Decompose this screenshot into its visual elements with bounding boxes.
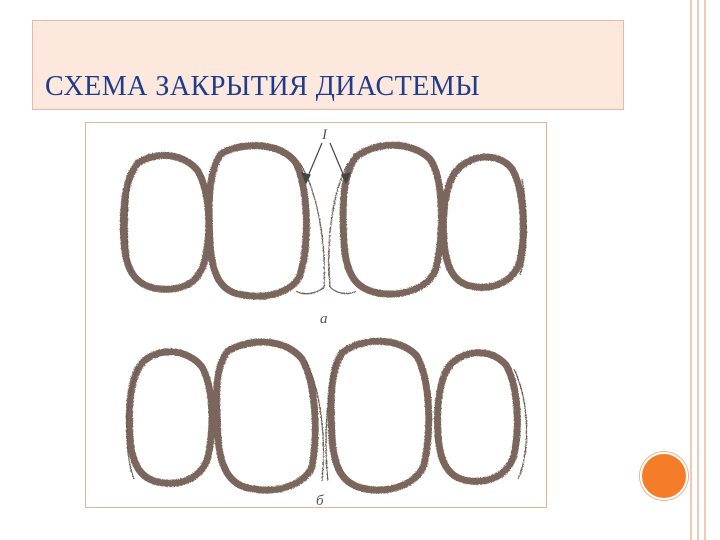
slide-title: СХЕМА ЗАКРЫТИЯ ДИАСТЕМЫ [45, 71, 481, 102]
teeth-illustration: I а б [119, 127, 528, 507]
arrowhead-left [301, 172, 311, 185]
tooth-outline [339, 141, 445, 298]
teeth-row-b [125, 337, 528, 494]
tooth-contour-line [328, 162, 357, 295]
arrowhead-right [341, 172, 351, 185]
teeth-row-a [119, 141, 527, 300]
tooth-contour-line [513, 368, 528, 480]
label-b: б [316, 493, 324, 507]
label-top: I [321, 127, 328, 143]
arrows-to-diastema [301, 142, 351, 185]
tooth-contour-line [305, 360, 325, 482]
decorative-border-line [690, 0, 692, 540]
tooth-outline [205, 142, 310, 300]
decorative-orange-circle [640, 452, 688, 500]
tooth-contour-line [519, 178, 527, 276]
tooth-contour-line [126, 366, 139, 480]
tooth-outline [434, 349, 521, 485]
label-a: а [320, 311, 328, 327]
tooth-outline [327, 337, 433, 494]
tooth-outline [213, 338, 319, 494]
tooth-contour-line [295, 162, 325, 295]
decorative-border-line [697, 0, 699, 540]
decorative-border-line [704, 0, 706, 540]
tooth-outline [119, 151, 213, 293]
title-banner: СХЕМА ЗАКРЫТИЯ ДИАСТЕМЫ [32, 20, 624, 110]
diastema-diagram: I а б [85, 122, 547, 508]
tooth-contour-line [126, 178, 133, 274]
tooth-outline [440, 153, 527, 291]
tooth-outline [125, 348, 216, 487]
tooth-contour-line [325, 360, 337, 482]
